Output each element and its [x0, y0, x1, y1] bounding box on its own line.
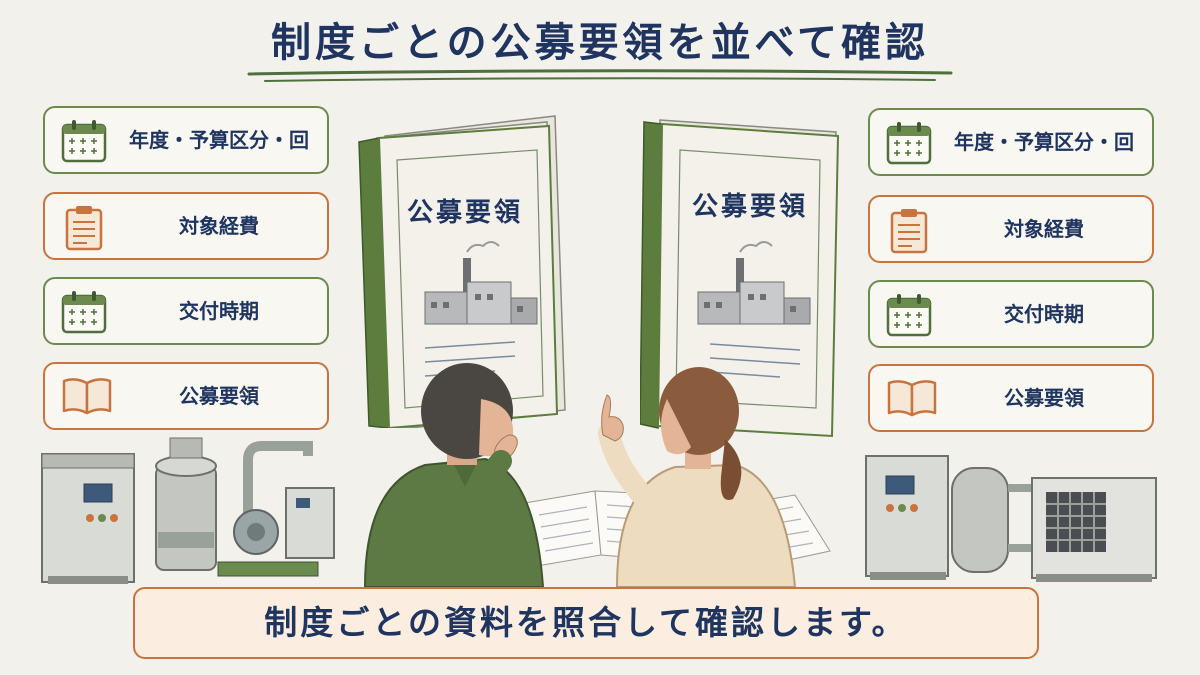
calendar-icon — [886, 294, 932, 337]
right-card-guidelines: 公募要領 — [868, 364, 1154, 432]
card-label: 対象経費 — [1004, 217, 1084, 241]
woman-figure — [598, 367, 797, 587]
card-label: 年度・予算区分・回次 — [129, 128, 309, 216]
card-label: 公募要領 — [179, 384, 259, 408]
card-label: 公募要領 — [1004, 386, 1084, 410]
clipboard-icon — [65, 206, 103, 251]
left-machinery-illustration — [41, 437, 335, 584]
calendar-icon — [61, 120, 107, 163]
right-card-year-budget: 年度・予算区分・回次 — [868, 108, 1154, 218]
calendar-icon — [61, 291, 107, 334]
control-cabinet — [865, 455, 949, 580]
factory-icon — [424, 241, 538, 325]
left-card-grant-timing: 交付時期 — [43, 277, 329, 345]
right-card-grant-timing: 交付時期 — [868, 280, 1154, 348]
open-book-icon — [62, 378, 112, 415]
book-cover-title: 公募要領 — [691, 192, 808, 222]
factory-icon — [697, 241, 811, 325]
caption-box: 制度ごとの資料を照合して確認します。 — [133, 587, 1039, 659]
open-book-icon — [887, 380, 937, 417]
pump-motor — [217, 441, 335, 577]
calendar-icon — [886, 122, 932, 165]
left-card-eligible-costs: 対象経費 — [43, 192, 329, 260]
people-reviewing-illustration — [363, 363, 831, 587]
right-machinery-illustration — [865, 455, 1157, 582]
pressure-tank — [951, 467, 1044, 573]
storage-tank — [155, 437, 217, 571]
book-illustration — [639, 119, 840, 438]
left-card-guidelines: 公募要領 — [43, 362, 329, 430]
card-label: 対象経費 — [179, 214, 259, 238]
man-figure — [363, 363, 545, 587]
control-cabinet — [41, 453, 135, 584]
right-card-eligible-costs: 対象経費 — [868, 195, 1154, 263]
book-cover-title: 公募要領 — [406, 198, 523, 228]
clipboard-icon — [890, 209, 928, 254]
guideline-book-left: 公募要領 — [355, 108, 575, 431]
title-underline — [247, 69, 953, 82]
guideline-book-right: 公募要領 — [639, 108, 860, 443]
card-label: 交付時期 — [1004, 302, 1084, 326]
page-title: 制度ごとの公募要領を並べて確認 — [271, 20, 929, 66]
card-label: 交付時期 — [179, 299, 259, 323]
book-illustration — [358, 115, 566, 431]
chiller-unit — [1031, 477, 1157, 582]
left-card-year-budget: 年度・予算区分・回次 — [43, 106, 329, 216]
card-label: 年度・予算区分・回次 — [954, 130, 1134, 218]
